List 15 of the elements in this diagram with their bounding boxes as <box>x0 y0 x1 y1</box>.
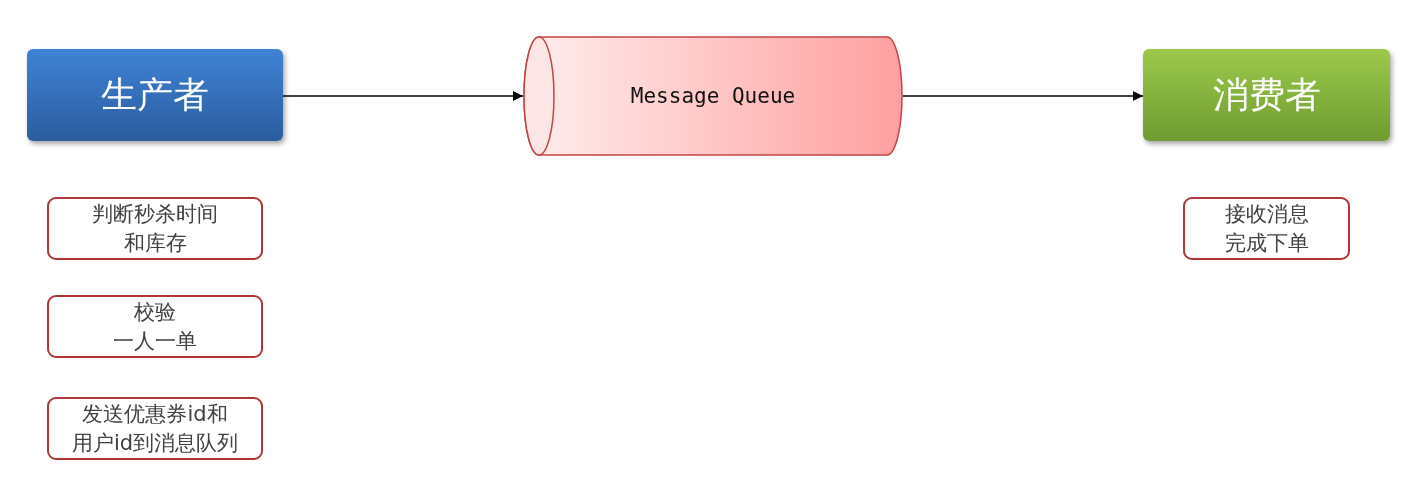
step-box <box>47 197 263 260</box>
step-box <box>47 295 263 358</box>
node-label: 消费者 <box>1212 72 1321 117</box>
node-label: Message Queue <box>630 84 796 108</box>
node-label: 发送优惠券id和用户id到消息队列 <box>71 400 239 457</box>
arrow <box>282 90 524 102</box>
arrow <box>902 90 1144 102</box>
node-label: 接收消息完成下单 <box>1224 200 1309 257</box>
node-label: 校验一人一单 <box>113 298 197 355</box>
step-box <box>47 397 263 460</box>
consumer-box <box>1143 49 1390 141</box>
node-label: 判断秒杀时间和库存 <box>92 200 218 257</box>
step-box <box>1183 197 1350 260</box>
producer-box <box>27 49 283 141</box>
node-label: 生产者 <box>101 72 209 117</box>
